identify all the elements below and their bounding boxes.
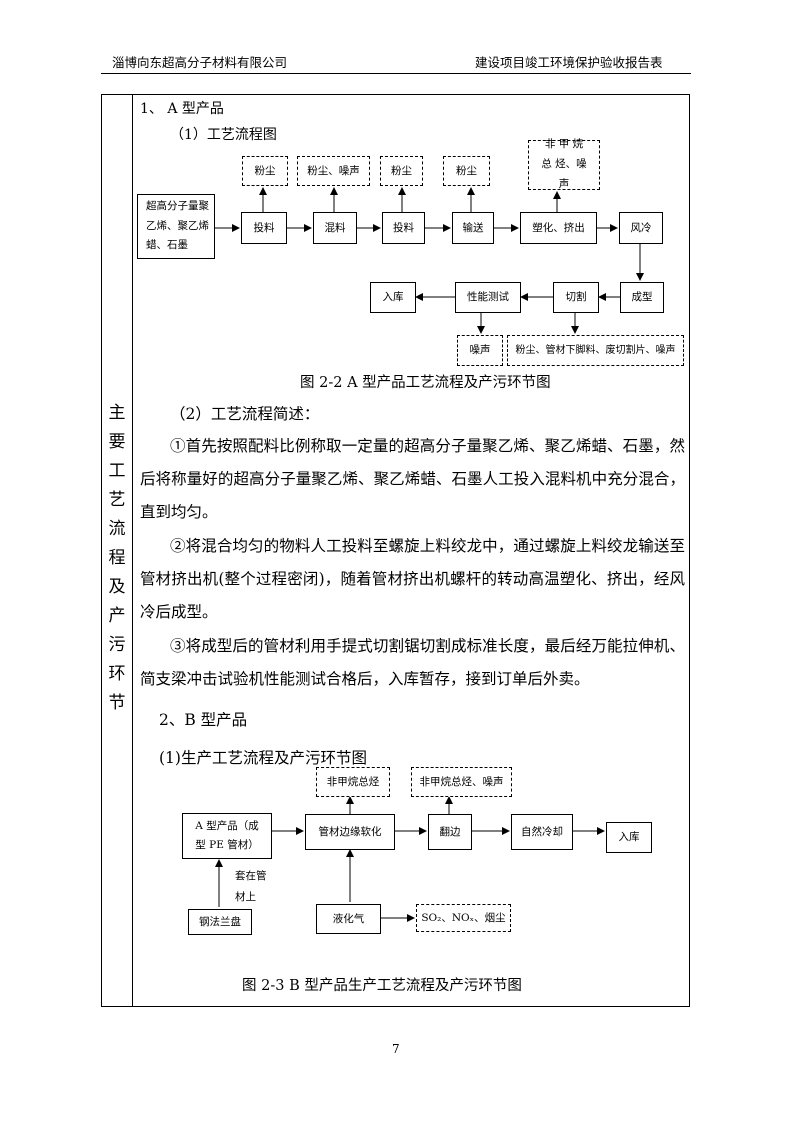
page-number: 7 [392, 1042, 400, 1056]
side-label-char: 环 [108, 664, 126, 684]
pollutant-nmhc-noise-box: 非 甲 烷 总 烃、噪声 [528, 138, 600, 190]
pollutant-dust-noise-box: 粉尘、噪声 [297, 156, 370, 186]
side-label-char: 工 [108, 461, 126, 481]
process-description-heading: （2）工艺流程简述： [170, 405, 320, 423]
pollutant-dust-box: 粉尘 [380, 156, 423, 186]
figure-2-3-caption: 图 2-3 B 型产品生产工艺流程及产污环节图 [242, 978, 522, 994]
header-divider [101, 73, 691, 74]
input-pe-pipe-box: A 型产品（成型 PE 管材） [182, 813, 272, 859]
step-storage-box: 入库 [370, 282, 416, 313]
pollutant-cutting-waste-box: 粉尘、管材下脚料、废切割片、噪声 [507, 335, 684, 366]
side-label-char: 主 [108, 403, 126, 423]
side-label-char: 产 [108, 606, 126, 626]
step-mixing-box: 混料 [313, 212, 357, 244]
steel-flange-box: 钢法兰盘 [188, 909, 252, 935]
side-label-char: 节 [108, 693, 126, 713]
pollutant-combustion-box: SO₂、NOₓ、烟尘 [416, 904, 511, 932]
side-label-char: 及 [108, 577, 126, 597]
step-plasticize-extrude-box: 塑化、挤出 [520, 212, 597, 244]
step-forming-box: 成型 [620, 282, 664, 313]
section-b-title: 2、B 型产品 [159, 711, 248, 729]
pollutant-nmhc-box: 非甲烷总烃 [316, 767, 390, 797]
side-label-char: 污 [108, 635, 126, 655]
side-label-char: 艺 [108, 490, 126, 510]
step-performance-test-box: 性能测试 [455, 282, 521, 313]
figure-2-2-caption: 图 2-2 A 型产品工艺流程及产污环节图 [300, 375, 551, 391]
section-b-flowchart-heading: (1)生产工艺流程及产污环节图 [159, 749, 367, 767]
step-cutting-box: 切割 [553, 282, 599, 313]
company-name: 淄博向东超高分子材料有限公司 [112, 55, 288, 70]
step-edge-softening-box: 管材边缘软化 [305, 814, 395, 850]
lpg-box: 液化气 [316, 904, 381, 934]
step-natural-cooling-box: 自然冷却 [511, 814, 573, 850]
content-table [101, 94, 690, 1007]
flange-note: 套在管材上 [235, 870, 267, 903]
step-conveying-box: 输送 [452, 212, 494, 244]
pollutant-dust-box: 粉尘 [443, 156, 490, 186]
process-paragraph-3: ③将成型后的管材利用手提式切割锯切割成标准长度，最后经万能拉伸机、简支梁冲击试验… [140, 637, 685, 688]
process-paragraph-2: ②将混合均匀的物料人工投料至螺旋上料绞龙中，通过螺旋上料绞龙输送至管材挤出机(整… [140, 537, 685, 621]
step-feeding2-box: 投料 [382, 212, 425, 244]
pollutant-dust-box: 粉尘 [242, 156, 288, 186]
step-feeding-box: 投料 [241, 212, 287, 244]
column-divider [132, 94, 133, 1007]
raw-materials-box: 超高分子量聚乙烯、聚乙烯蜡、石墨 [137, 194, 215, 259]
process-paragraph-1: ①首先按照配料比例称取一定量的超高分子量聚乙烯、聚乙烯蜡、石墨，然后将称量好的超… [140, 437, 685, 521]
report-title: 建设项目竣工环境保护验收报告表 [475, 55, 663, 70]
section-a-flowchart-heading: （1）工艺流程图 [170, 127, 277, 143]
step-air-cooling-box: 风冷 [619, 212, 663, 244]
step-flanging-box: 翻边 [428, 814, 472, 850]
side-label-char: 程 [108, 548, 126, 568]
pollutant-noise-box: 噪声 [457, 335, 503, 366]
pollutant-nmhc-noise-b-box: 非甲烷总烃、噪声 [411, 767, 512, 797]
side-label-char: 要 [108, 432, 126, 452]
step-storage-b-box: 入库 [606, 822, 652, 853]
section-a-title: 1、 A 型产品 [140, 101, 224, 117]
side-label-char: 流 [108, 519, 126, 539]
